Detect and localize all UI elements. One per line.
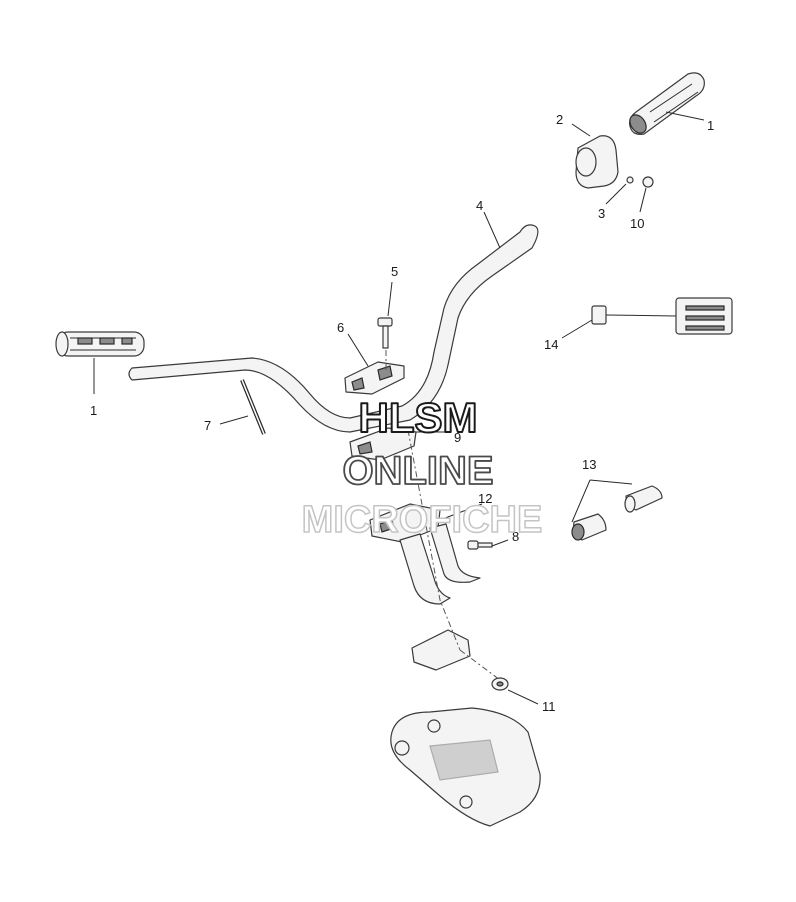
assembly-line-2 bbox=[459, 649, 501, 681]
end-rod-part[interactable] bbox=[240, 379, 266, 435]
callout-bolt: 5 bbox=[391, 264, 398, 279]
callout-throttle: 13 bbox=[582, 457, 596, 472]
callout-end-rod: 7 bbox=[204, 418, 211, 433]
bracket-part[interactable] bbox=[369, 503, 481, 605]
callout-handlebar: 4 bbox=[476, 198, 483, 213]
steering-housing bbox=[390, 629, 541, 827]
callout-nut-small: 10 bbox=[630, 216, 644, 231]
bracket-screw-part[interactable] bbox=[467, 540, 493, 550]
leader-end-rod bbox=[219, 415, 249, 425]
callout-bracket-screw: 8 bbox=[512, 529, 519, 544]
leader-throttle bbox=[571, 479, 633, 523]
watermark-line-2: ONLINE bbox=[342, 449, 493, 493]
left-grip-part[interactable] bbox=[55, 331, 145, 357]
leader-bracket-screw bbox=[491, 539, 509, 547]
callout-heater-switch: 14 bbox=[544, 337, 558, 352]
flange-nut-part[interactable] bbox=[491, 677, 509, 691]
assembly-line-1 bbox=[407, 429, 461, 651]
callout-flange-nut: 11 bbox=[542, 699, 556, 714]
clamp-bolt-part[interactable] bbox=[377, 317, 393, 349]
callout-cover: 2 bbox=[556, 112, 563, 127]
leader-handlebar bbox=[483, 211, 501, 249]
leader-screw-small bbox=[605, 183, 627, 205]
throttle-set-part[interactable] bbox=[571, 485, 663, 541]
leader-heater-switch bbox=[561, 319, 593, 339]
lower-clamp-part[interactable] bbox=[349, 427, 417, 461]
leader-clamp-upper bbox=[347, 333, 369, 367]
callout-grip-right: 1 bbox=[707, 118, 714, 133]
leader-bolt bbox=[387, 281, 393, 317]
small-screw-part[interactable] bbox=[626, 176, 634, 184]
callout-clamp-upper: 6 bbox=[337, 320, 344, 335]
leader-flange-nut bbox=[507, 689, 539, 705]
callout-bracket: 12 bbox=[478, 491, 492, 506]
leader-nut-small bbox=[639, 187, 647, 213]
right-grip-part[interactable] bbox=[627, 72, 705, 136]
watermark-line-3: MICROFICHE bbox=[302, 499, 543, 541]
watermark: HLSM ONLINE MICROFICHE bbox=[301, 393, 543, 542]
callout-screw-small: 3 bbox=[598, 206, 605, 221]
handlebar-part[interactable] bbox=[128, 224, 539, 433]
cover-part[interactable] bbox=[575, 135, 619, 189]
upper-clamp-part[interactable] bbox=[344, 361, 405, 395]
leader-cover bbox=[571, 123, 591, 137]
watermark-line-1: HLSM bbox=[359, 394, 478, 441]
heater-switch-part[interactable] bbox=[591, 297, 733, 335]
callout-clamp-lower: 9 bbox=[454, 430, 461, 445]
small-nut-part[interactable] bbox=[642, 176, 654, 188]
leader-bracket bbox=[439, 503, 483, 521]
callout-grip-left: 1 bbox=[90, 403, 97, 418]
leader-grip-right bbox=[665, 111, 705, 121]
